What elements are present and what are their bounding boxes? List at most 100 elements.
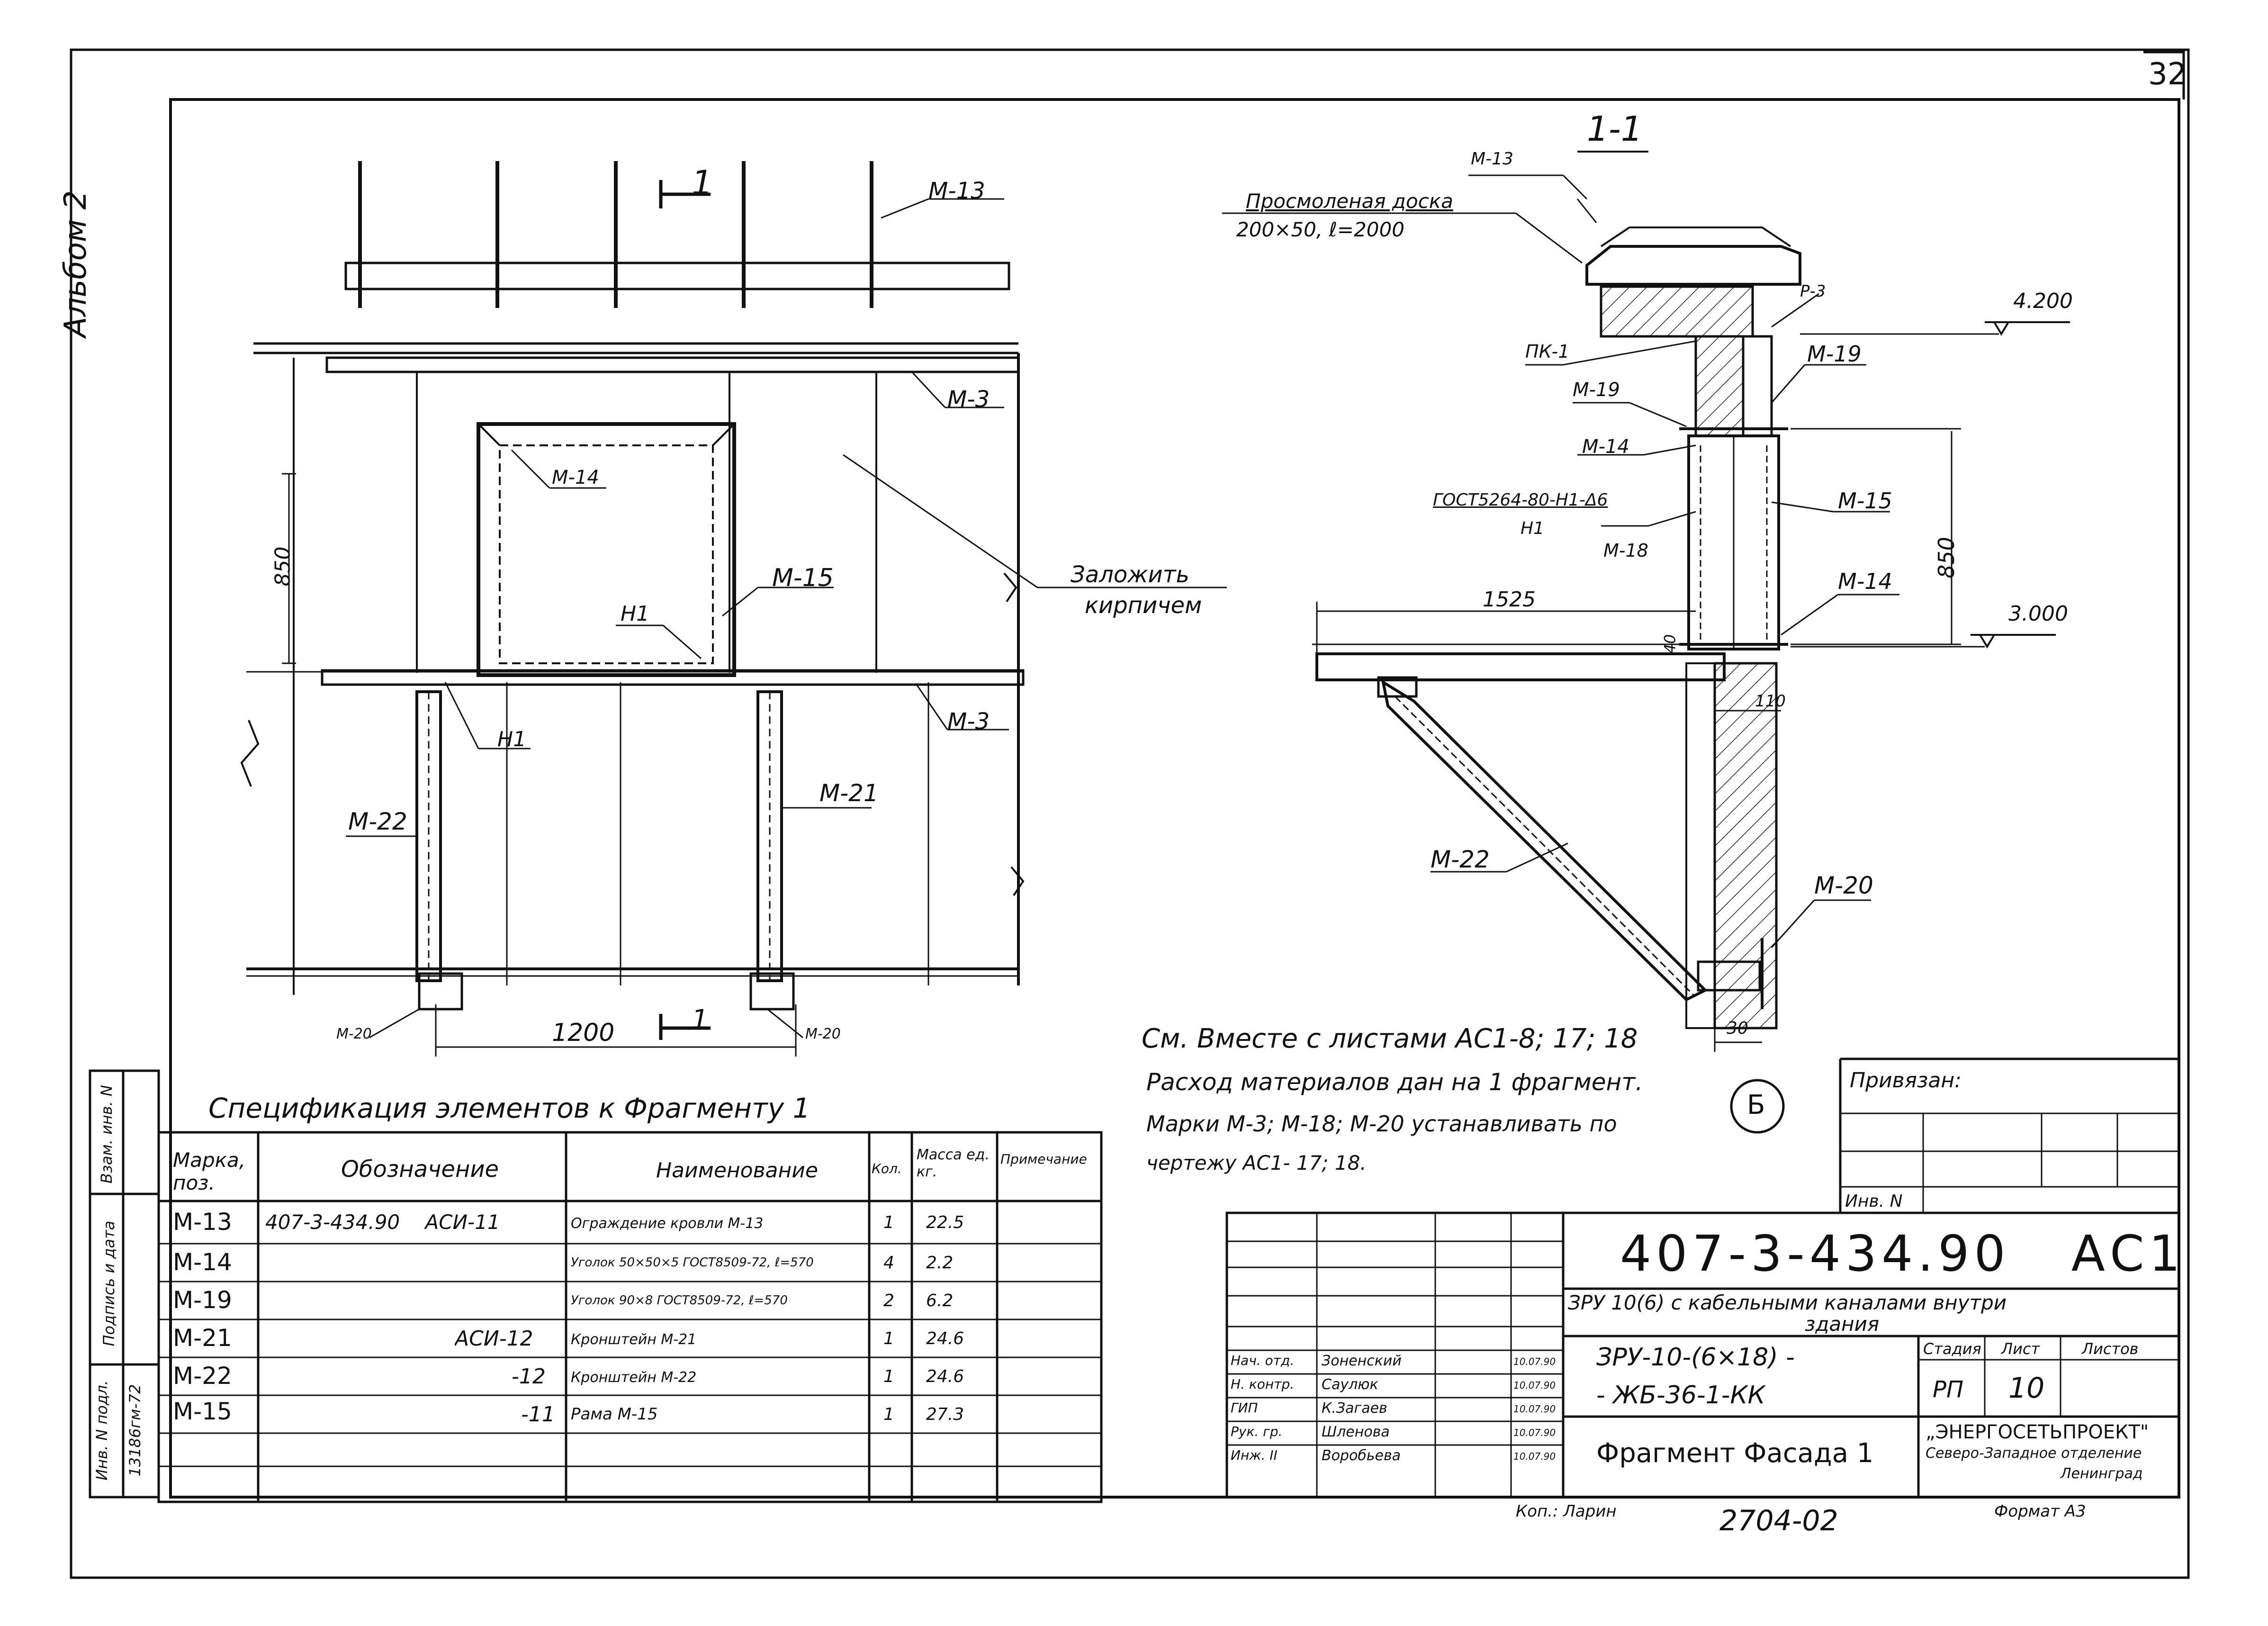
sec-label-board-2: 200×50, ℓ=2000	[1236, 218, 1404, 241]
note-3: Марки М-3; М-18; М-20 устанавливать по	[1146, 1111, 1617, 1137]
label-m14: М-14	[552, 467, 599, 488]
axis-b-circle	[1730, 1079, 1785, 1134]
spec-grid	[157, 1131, 1103, 1503]
sec-label-m13: М-13	[1471, 149, 1513, 169]
side-stamp-grid	[89, 1069, 160, 1499]
dim-1200: 1200	[552, 1019, 615, 1047]
spec-row-mass: 24.6	[926, 1367, 964, 1386]
axis-b-label: Б	[1747, 1090, 1765, 1120]
tb-org-3: Ленинград	[2061, 1465, 2143, 1482]
spec-row-mass: 27.3	[926, 1405, 964, 1424]
staff-role: Н. контр.	[1231, 1376, 1295, 1392]
spec-row-doc: -12	[512, 1364, 546, 1389]
staff-role: ГИП	[1231, 1400, 1258, 1416]
roof-slab	[1585, 245, 1801, 286]
staff-name: К.Загаев	[1322, 1400, 1387, 1417]
tb-org-2: Северо-Западное отделение	[1926, 1445, 2142, 1462]
window-frame-m15	[477, 422, 736, 677]
tb-sheet-h: Лист	[2001, 1340, 2040, 1358]
tb-sheet-name: Фрагмент Фасада 1	[1596, 1438, 1874, 1469]
spec-header-note: Примечание	[1000, 1151, 1087, 1167]
spec-row-mass: 2.2	[926, 1253, 954, 1273]
spec-header-mark: Марка, поз.	[173, 1149, 246, 1194]
tb-sheets-h: Листов	[2082, 1340, 2139, 1358]
tb-project: ЗРУ 10(6) с кабельными каналами внутри	[1568, 1291, 2007, 1314]
sec-dim-40: 40	[1661, 634, 1679, 654]
tb-format: Формат А3	[1994, 1502, 2086, 1521]
beam-m3-top	[325, 356, 1020, 373]
stamp-vzam: Взам. инв. N	[98, 1085, 116, 1183]
sec-label-m18: М-18	[1603, 540, 1648, 561]
parapet-rods	[358, 161, 873, 308]
note-1: См. Вместе с листами АС1-8; 17; 18	[1142, 1023, 1638, 1054]
sec-dim-110: 110	[1755, 692, 1786, 711]
label-m22-facade: М-22	[348, 808, 407, 835]
note-4: чертежу АС1- 17; 18.	[1146, 1151, 1367, 1174]
spec-row-doc: -11	[521, 1402, 555, 1427]
spec-row-qty: 1	[883, 1367, 894, 1386]
staff-date: 10.07.90	[1513, 1451, 1556, 1462]
staff-date: 10.07.90	[1513, 1356, 1556, 1367]
tb-code: 407-3-434.90 АС1	[1620, 1225, 2185, 1283]
sec-label-pk1: ПК-1	[1525, 341, 1570, 362]
spec-row-name: Рама М-15	[571, 1405, 658, 1424]
spec-row-qty: 1	[883, 1405, 894, 1424]
spec-row-mass: 6.2	[926, 1291, 954, 1310]
tb-copied: Коп.: Ларин	[1516, 1502, 1617, 1521]
tb-project-2: здания	[1805, 1312, 1880, 1336]
elev-low: 3.000	[2008, 602, 2068, 626]
label-m20-left: М-20	[336, 1026, 372, 1042]
spec-row-name: Ограждение кровли М-13	[571, 1215, 764, 1232]
elev-top: 4.200	[2013, 289, 2073, 313]
spec-header-doc: Обозначение	[341, 1156, 499, 1183]
section-mark-bottom: 1	[692, 1004, 709, 1035]
sec-label-m14-low: М-14	[1838, 569, 1892, 594]
staff-name: Зоненский	[1322, 1353, 1402, 1369]
label-m21: М-21	[819, 779, 879, 807]
spec-row-mark: М-21	[173, 1324, 232, 1352]
sec-dim-1525: 1525	[1483, 587, 1536, 612]
tb-inv-no: Инв. N	[1845, 1192, 1903, 1211]
album-label: Альбом 2	[58, 190, 93, 338]
sec-dim-850: 850	[1933, 537, 1959, 578]
spec-title: Спецификация элементов к Фрагменту 1	[208, 1092, 810, 1124]
stamp-inv-value: 13186гм-72	[126, 1384, 144, 1477]
label-n1-frame: Н1	[621, 602, 650, 626]
tb-sheet: 10	[2008, 1372, 2045, 1405]
tb-doc-no: 2704-02	[1719, 1504, 1838, 1537]
spec-row-mark: М-22	[173, 1362, 232, 1390]
sheet-border	[70, 48, 2190, 1579]
strut-m22	[1381, 679, 1708, 1002]
label-m20-right: М-20	[805, 1026, 841, 1042]
label-m3-top: М-3	[947, 386, 990, 413]
tb-stage-h: Стадия	[1923, 1340, 1981, 1358]
spec-row-name: Уголок 50×50×5 ГОСТ8509-72, ℓ=570	[571, 1256, 814, 1270]
staff-role: Рук. гр.	[1231, 1424, 1283, 1439]
sec-label-board-1: Просмоленая доска	[1246, 190, 1453, 213]
staff-name: Саулюк	[1322, 1376, 1378, 1393]
tb-tied: Привязан:	[1850, 1068, 1962, 1093]
roof-parapet-band	[344, 262, 1010, 290]
spec-header-qty: Кол.	[872, 1161, 902, 1176]
sec-label-gost-2: Н1	[1521, 519, 1544, 538]
spec-row-mark: М-15	[173, 1398, 232, 1425]
tb-org-1: „ЭНЕРГОСЕТЬПРОЕКТ"	[1926, 1421, 2149, 1443]
spec-row-mark: М-14	[173, 1248, 232, 1276]
tb-stage: РП	[1933, 1376, 1964, 1403]
spec-row-mark: М-19	[173, 1286, 232, 1314]
spec-row-qty: 4	[883, 1253, 894, 1273]
spec-row-doc: АСИ-12	[455, 1327, 533, 1351]
section-mark-top: 1	[692, 163, 713, 202]
staff-role: Инж. II	[1231, 1447, 1278, 1463]
sec-label-m20: М-20	[1814, 872, 1873, 899]
page-number-box	[2143, 51, 2185, 99]
staff-date: 10.07.90	[1513, 1403, 1556, 1415]
staff-name: Шленова	[1322, 1424, 1390, 1440]
label-m13: М-13	[928, 178, 985, 204]
sec-label-r3: Р-3	[1800, 282, 1826, 301]
page-number: 32	[2148, 57, 2187, 92]
note-2: Расход материалов дан на 1 фрагмент.	[1146, 1068, 1643, 1096]
staff-date: 10.07.90	[1513, 1380, 1556, 1391]
spec-row-mark: М-13	[173, 1208, 232, 1236]
